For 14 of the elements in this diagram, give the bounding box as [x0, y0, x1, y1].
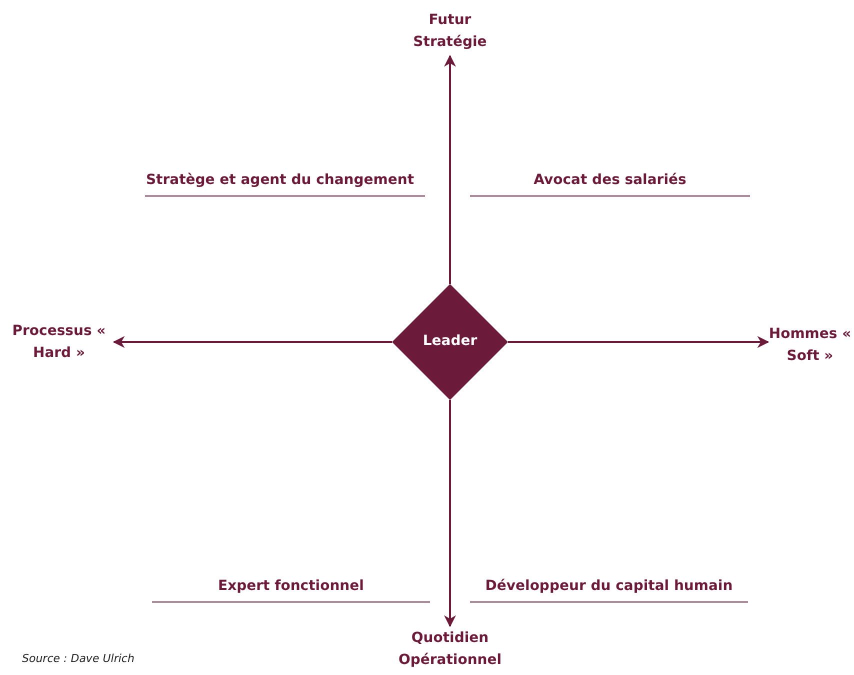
axis-label: Processus « Hard » — [11, 322, 107, 363]
quadrant-label: Développeur du capital humain — [484, 578, 734, 594]
quadrant-label: Expert fonctionnel — [217, 578, 365, 594]
decision-diamond: Leader — [392, 284, 508, 400]
axis-label: Futur Stratégie — [412, 11, 488, 52]
quadrant-label: Stratège et agent du changement — [144, 172, 416, 188]
quadrant-label: Avocat des salariés — [532, 172, 688, 188]
arrow — [444, 400, 456, 628]
arrow — [112, 336, 392, 348]
caption: Source : Dave Ulrich — [22, 652, 134, 665]
arrow — [444, 54, 456, 284]
arrow — [508, 336, 770, 348]
axis-label: Hommes « Soft » — [768, 325, 852, 366]
axis-label: Quotidien Opérationnel — [397, 629, 503, 670]
